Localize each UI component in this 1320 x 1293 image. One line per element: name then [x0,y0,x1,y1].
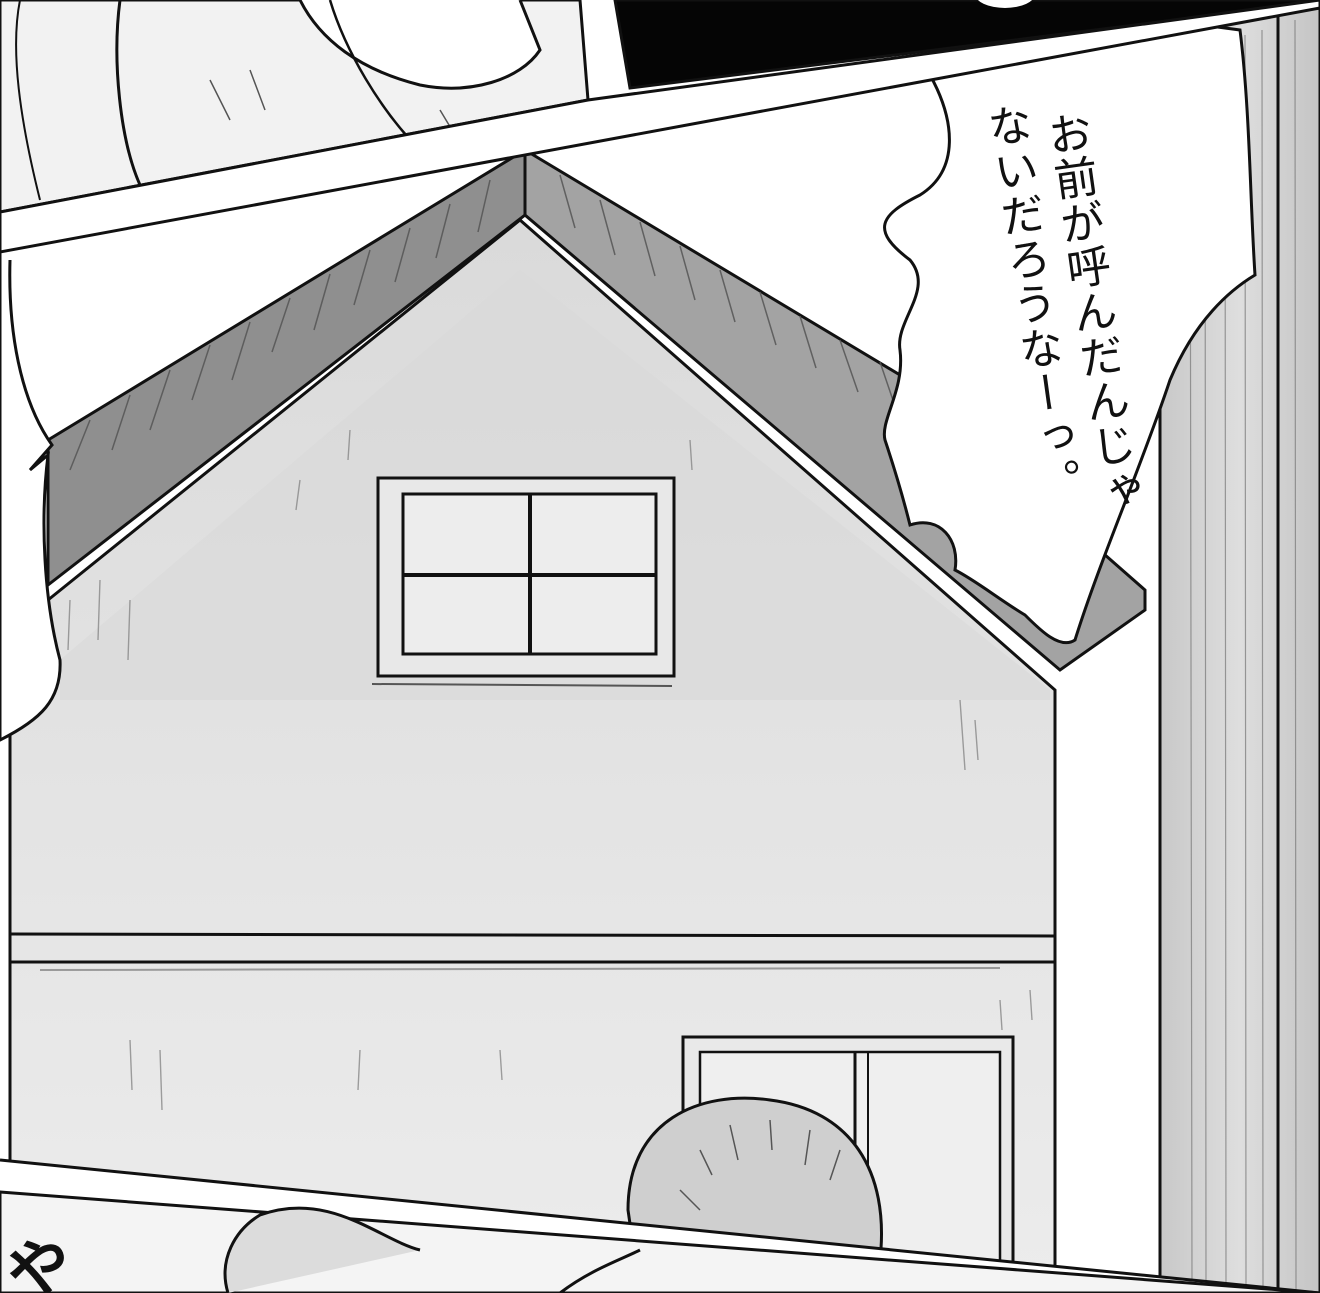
top-left-panel [0,0,590,214]
wall-band [9,932,1056,971]
upper-window [371,476,676,687]
top-right-panel [613,0,1320,90]
speech-bubble-shape [0,20,1257,742]
bottom-panel [0,1158,1320,1293]
